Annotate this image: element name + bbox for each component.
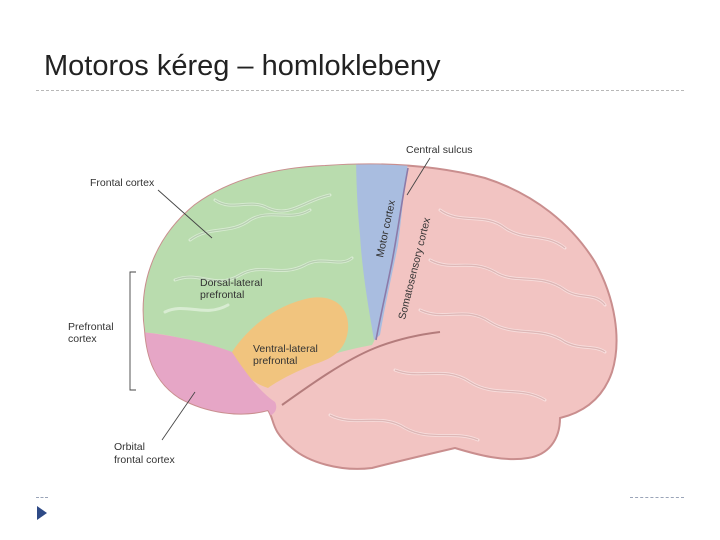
leader-orbital-frontal bbox=[162, 392, 195, 440]
label-frontal-cortex: Frontal cortex bbox=[90, 177, 155, 189]
prefrontal-bracket bbox=[130, 272, 136, 390]
label-dorsal-lateral-line1: Dorsal-lateral bbox=[200, 277, 262, 289]
label-orbital-frontal-line1: Orbital bbox=[114, 441, 145, 453]
bullet-arrow-icon bbox=[36, 505, 48, 521]
label-prefrontal-cortex-line2: cortex bbox=[68, 333, 97, 345]
label-orbital-frontal-line2: frontal cortex bbox=[114, 454, 175, 466]
footer-divider-left bbox=[36, 497, 48, 498]
label-ventral-lateral-line2: prefrontal bbox=[253, 355, 297, 367]
label-ventral-lateral-line1: Ventral-lateral bbox=[253, 343, 318, 355]
label-dorsal-lateral-line2: prefrontal bbox=[200, 289, 244, 301]
label-prefrontal-cortex-line1: Prefrontal bbox=[68, 321, 114, 333]
footer-divider-right bbox=[630, 497, 684, 498]
label-central-sulcus: Central sulcus bbox=[406, 144, 473, 156]
